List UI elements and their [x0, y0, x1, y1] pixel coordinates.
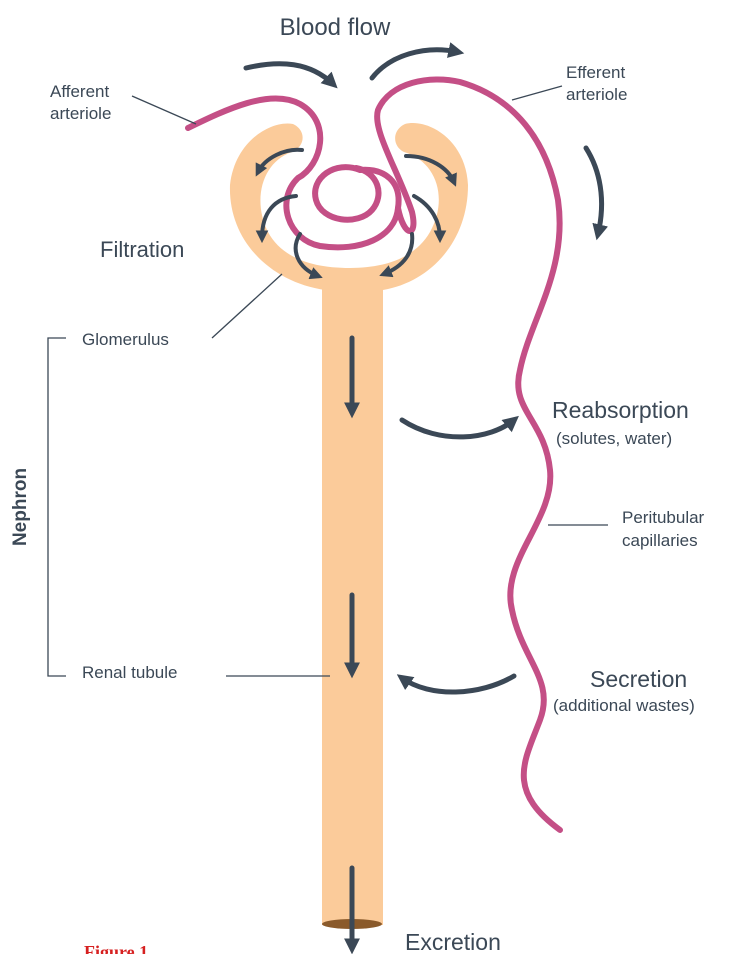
efferent-leader	[512, 86, 562, 100]
secretion-arrow	[402, 676, 514, 692]
afferent-label-line1: Afferent	[50, 82, 110, 101]
afferent-leader	[132, 96, 196, 124]
blood-flow-out-arrow	[372, 50, 458, 78]
nephron-bracket	[48, 338, 66, 676]
efferent-label-line2: arteriole	[566, 85, 627, 104]
figure-caption: Figure 1	[84, 942, 148, 954]
reabsorption-sublabel: (solutes, water)	[556, 429, 672, 448]
blood-flow-label: Blood flow	[280, 14, 391, 41]
bowmans-capsule	[230, 123, 468, 290]
secretion-sublabel: (additional wastes)	[553, 696, 695, 715]
glomerulus-leader	[212, 274, 282, 338]
efferent-arteriole	[377, 79, 560, 830]
nephron-label: Nephron	[10, 468, 31, 546]
excretion-label: Excretion	[405, 929, 501, 954]
blood-flow-in-arrow	[246, 64, 333, 84]
renal-tubule-label: Renal tubule	[82, 663, 177, 682]
efferent-label-line1: Efferent	[566, 63, 626, 82]
reabsorption-arrow	[402, 420, 514, 437]
afferent-label-line2: arteriole	[50, 104, 111, 123]
glomerulus-label: Glomerulus	[82, 330, 169, 349]
peritubular-label-line1: Peritubular	[622, 508, 705, 527]
secretion-label: Secretion	[590, 666, 687, 692]
filtration-label: Filtration	[100, 237, 184, 262]
efferent-flow-arrow	[586, 148, 602, 234]
glomerulus-capillary-knot	[315, 167, 378, 220]
peritubular-label-line2: capillaries	[622, 531, 698, 550]
reabsorption-label: Reabsorption	[552, 397, 689, 423]
